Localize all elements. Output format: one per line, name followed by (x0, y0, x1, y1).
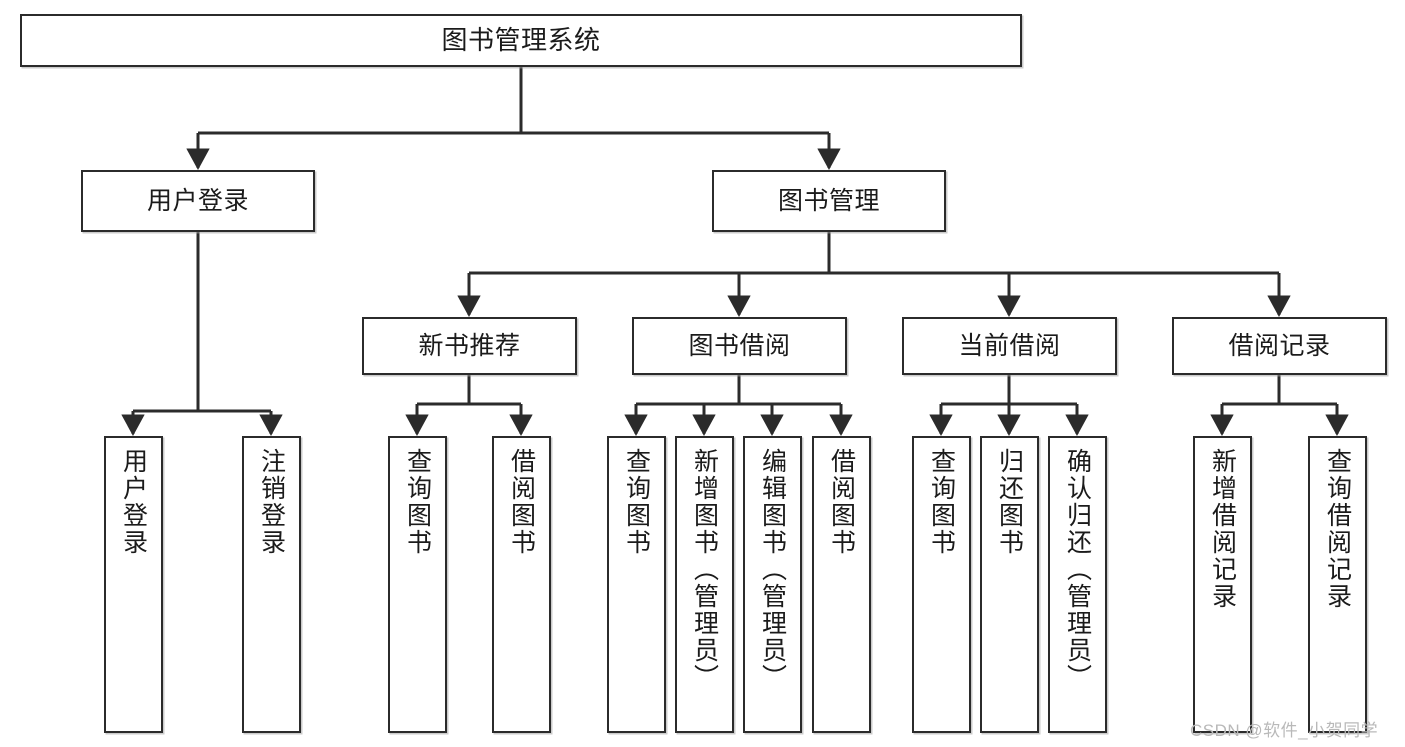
node-root-label: 图书管理系统 (441, 24, 601, 55)
node-leaf-add-record[interactable]: 新增借阅记录 (1193, 436, 1252, 733)
node-leaf-query-book-3[interactable]: 查询图书 (912, 436, 971, 733)
node-leaf-borrow-book-2[interactable]: 借阅图书 (812, 436, 871, 733)
node-leaf-borrow-book-1-label: 借阅图书 (507, 448, 536, 556)
node-leaf-query-record[interactable]: 查询借阅记录 (1308, 436, 1367, 733)
node-user-login[interactable]: 用户登录 (81, 170, 315, 232)
node-current-borrow[interactable]: 当前借阅 (902, 317, 1117, 375)
node-leaf-confirm-return[interactable]: 确认归还（管理员） (1048, 436, 1107, 733)
node-current-borrow-label: 当前借阅 (958, 332, 1061, 360)
node-book-borrow[interactable]: 图书借阅 (632, 317, 847, 375)
node-leaf-logout-login-label: 注销登录 (257, 448, 286, 556)
node-leaf-add-book[interactable]: 新增图书（管理员） (675, 436, 734, 733)
node-leaf-return-book[interactable]: 归还图书 (980, 436, 1039, 733)
csdn-watermark: CSDN @软件_小贺同学 (1190, 721, 1379, 740)
node-book-manage[interactable]: 图书管理 (712, 170, 946, 232)
node-leaf-user-login[interactable]: 用户登录 (104, 436, 163, 733)
node-leaf-borrow-book-1[interactable]: 借阅图书 (492, 436, 551, 733)
node-leaf-user-login-label: 用户登录 (119, 448, 148, 556)
node-leaf-add-book-label: 新增图书（管理员） (690, 448, 719, 691)
node-borrow-record[interactable]: 借阅记录 (1172, 317, 1387, 375)
node-leaf-add-record-label: 新增借阅记录 (1208, 448, 1237, 610)
node-new-book-recommend-label: 新书推荐 (418, 332, 521, 360)
node-new-book-recommend[interactable]: 新书推荐 (362, 317, 577, 375)
node-user-login-label: 用户登录 (146, 187, 249, 215)
node-leaf-logout-login[interactable]: 注销登录 (242, 436, 301, 733)
node-borrow-record-label: 借阅记录 (1228, 332, 1331, 360)
node-leaf-edit-book-label: 编辑图书（管理员） (758, 448, 787, 691)
node-book-manage-label: 图书管理 (777, 187, 880, 215)
node-leaf-edit-book[interactable]: 编辑图书（管理员） (743, 436, 802, 733)
node-leaf-borrow-book-2-label: 借阅图书 (827, 448, 856, 556)
node-book-borrow-label: 图书借阅 (688, 332, 791, 360)
node-leaf-query-book-2-label: 查询图书 (622, 448, 651, 556)
node-leaf-confirm-return-label: 确认归还（管理员） (1063, 448, 1092, 691)
node-leaf-return-book-label: 归还图书 (995, 448, 1024, 556)
node-leaf-query-record-label: 查询借阅记录 (1323, 448, 1352, 610)
node-leaf-query-book-1-label: 查询图书 (403, 448, 432, 556)
node-leaf-query-book-3-label: 查询图书 (927, 448, 956, 556)
node-leaf-query-book-2[interactable]: 查询图书 (607, 436, 666, 733)
node-root[interactable]: 图书管理系统 (20, 14, 1022, 67)
node-leaf-query-book-1[interactable]: 查询图书 (388, 436, 447, 733)
